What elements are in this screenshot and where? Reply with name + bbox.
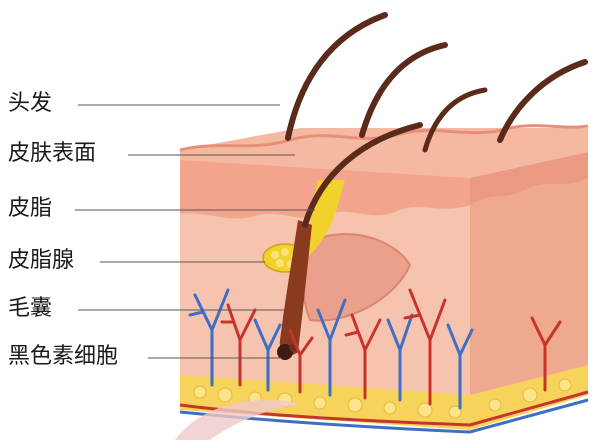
label-sebaceous-gland: 皮脂腺 xyxy=(8,248,74,274)
label-hair: 头发 xyxy=(8,91,52,117)
label-melanocyte: 黑色素细胞 xyxy=(8,344,118,370)
label-sebum: 皮脂 xyxy=(8,196,52,222)
label-hair-follicle: 毛囊 xyxy=(8,296,52,322)
label-skin-surface: 皮肤表面 xyxy=(8,141,96,167)
